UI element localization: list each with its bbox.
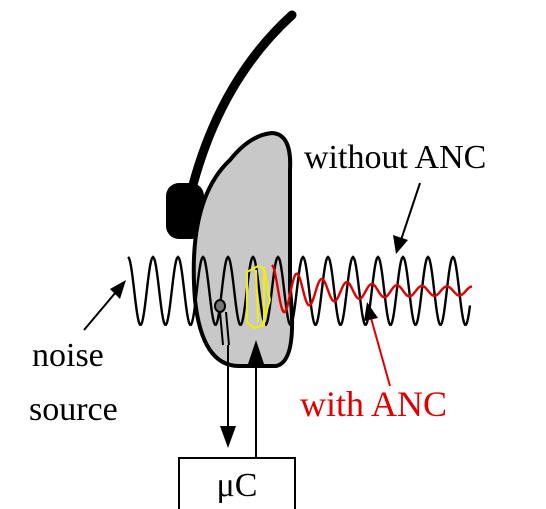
headphone-cup <box>191 130 295 368</box>
without-anc-arrow <box>400 182 421 241</box>
label-noise: noise <box>32 337 104 374</box>
controller-box <box>178 457 296 509</box>
headband <box>183 10 297 210</box>
without-anc-arrowhead <box>393 235 408 254</box>
noise-source-arrow <box>83 291 117 331</box>
microphone-icon <box>214 299 230 346</box>
control-signal-arrowhead <box>248 340 264 364</box>
anc-wave <box>271 264 473 314</box>
label-source: source <box>29 391 118 428</box>
controller-label: μC <box>217 467 258 504</box>
mic-signal-arrowhead <box>220 426 236 448</box>
noise-wave <box>127 255 472 326</box>
with-anc-arrowhead <box>364 302 378 321</box>
ear-pad <box>166 183 204 239</box>
label-without-anc: without ANC <box>304 139 486 176</box>
with-anc-arrow <box>370 317 391 387</box>
noise-source-arrowhead <box>110 280 126 299</box>
label-with-anc: with ANC <box>300 384 447 424</box>
speaker-icon <box>246 264 272 330</box>
